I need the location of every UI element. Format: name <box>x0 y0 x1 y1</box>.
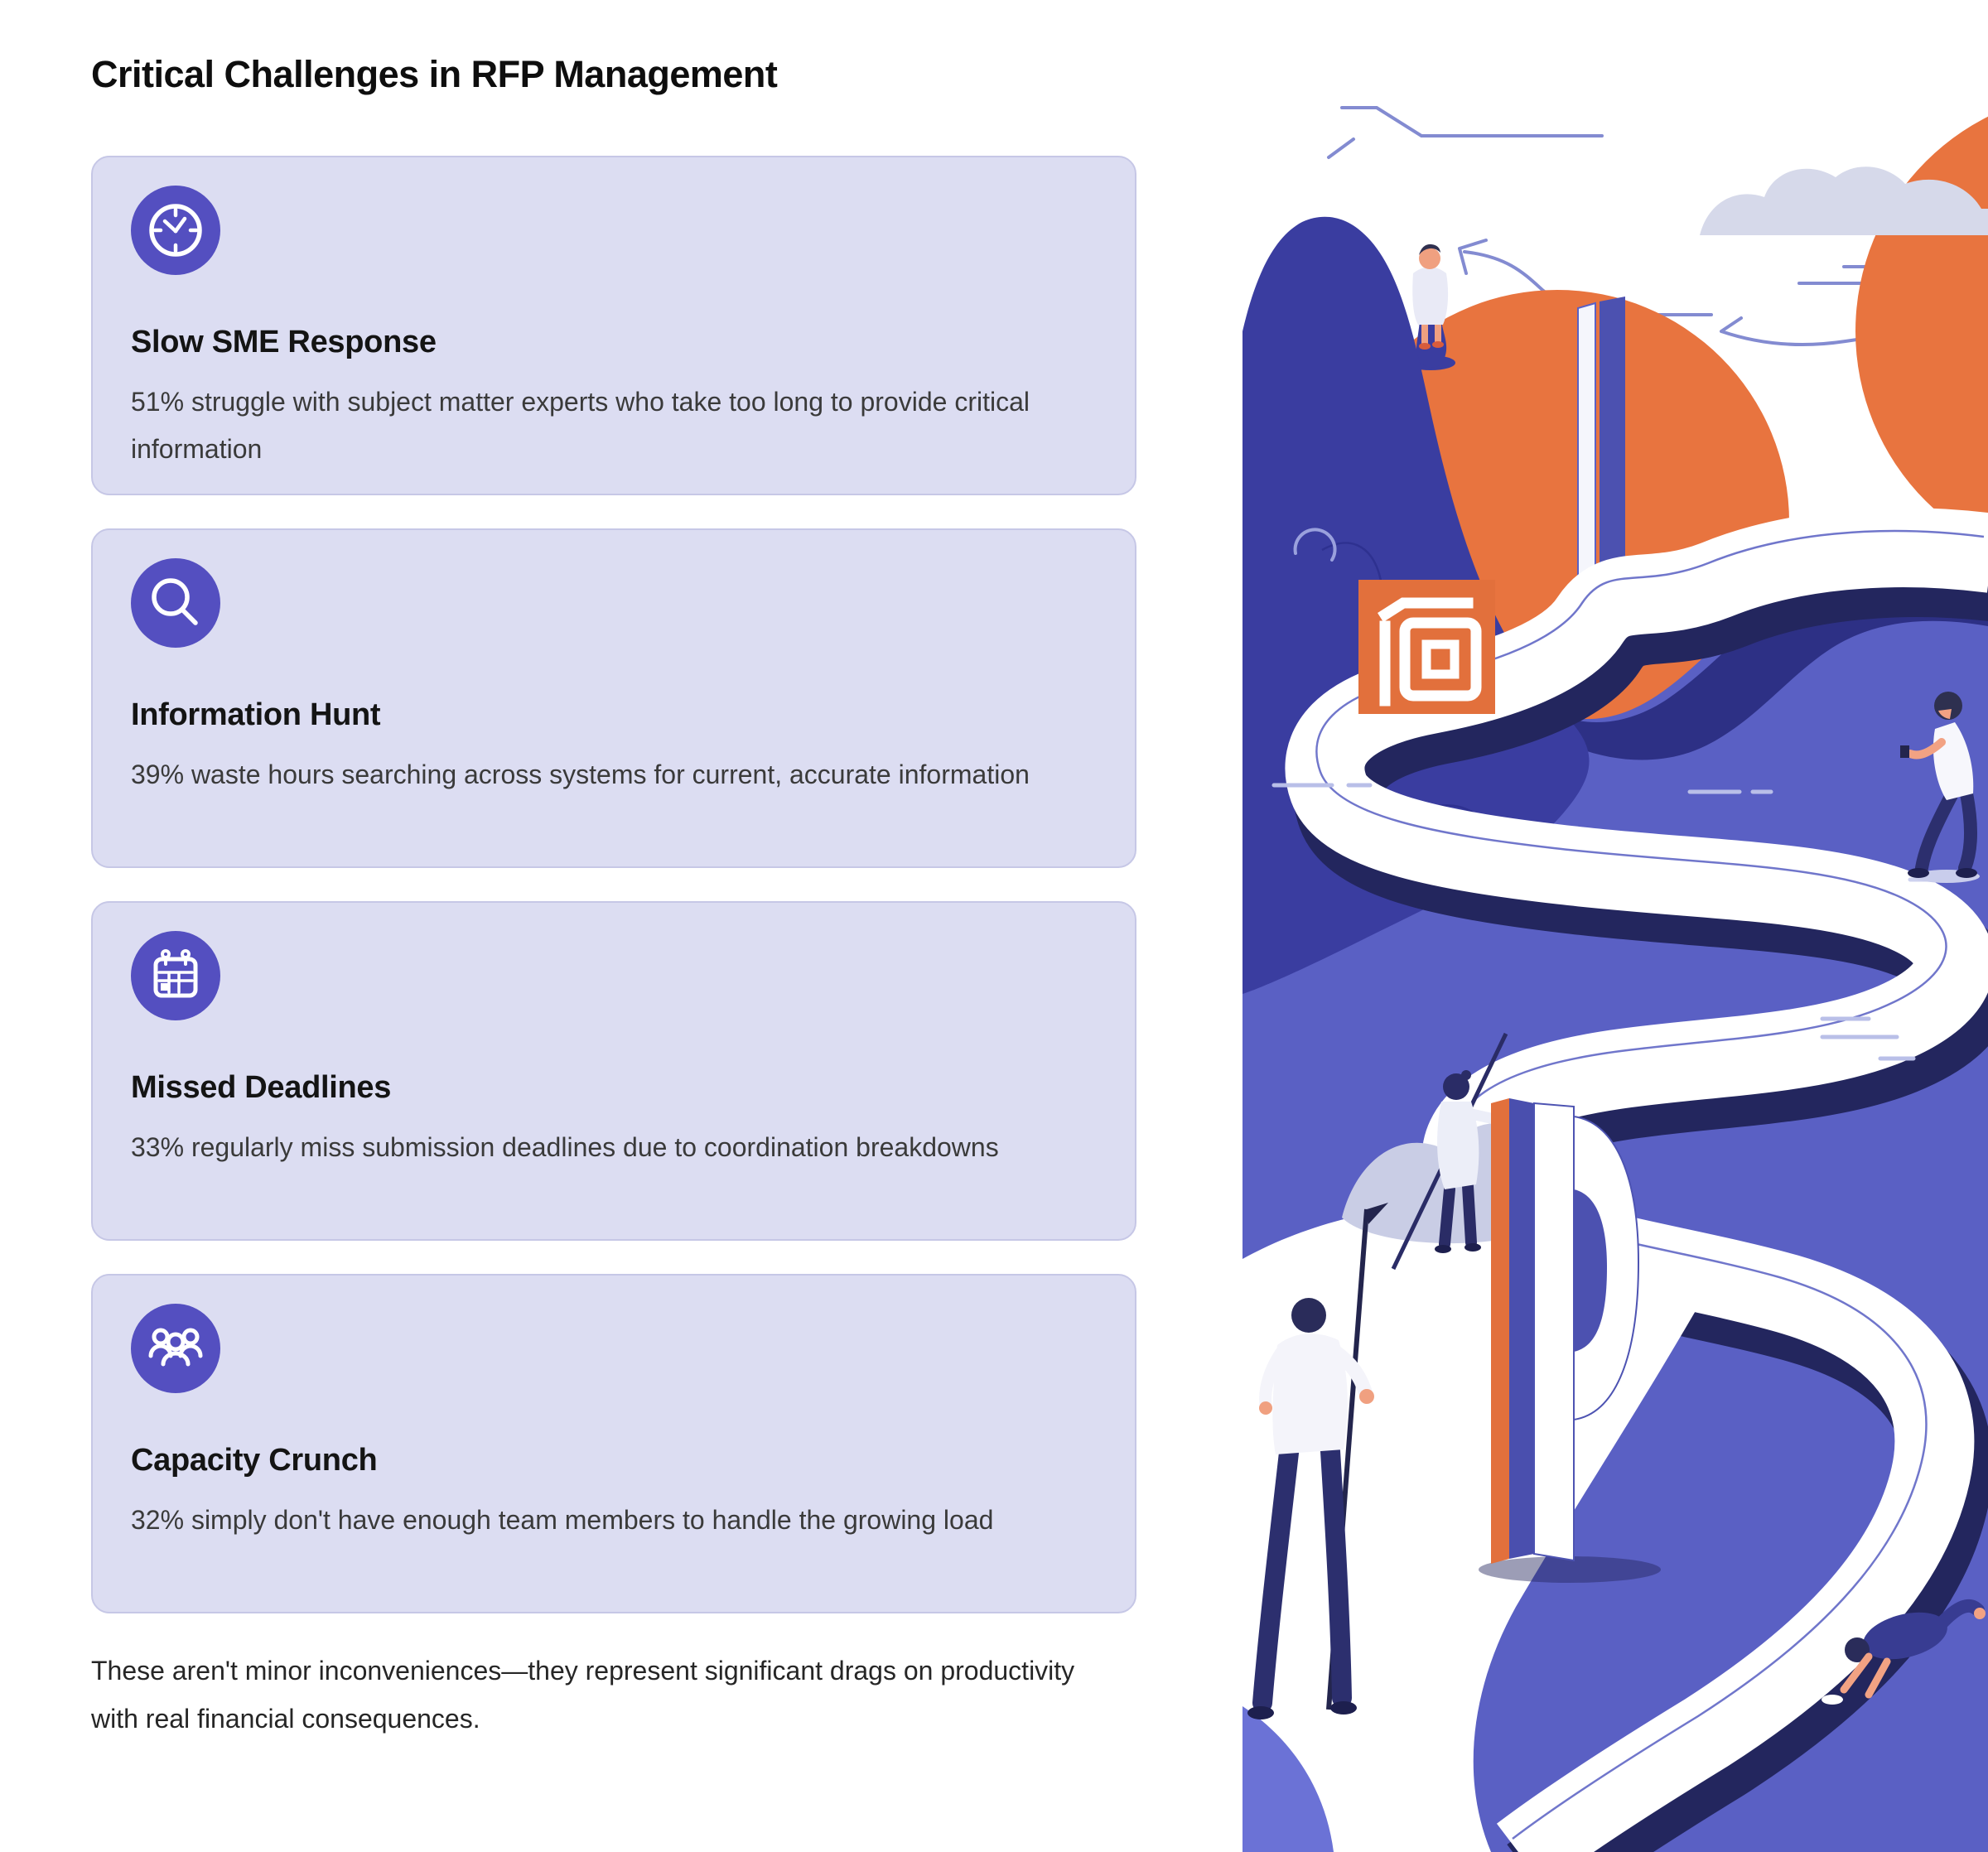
person-on-sun <box>1406 244 1455 370</box>
card-description: 32% simply don't have enough team member… <box>131 1505 994 1535</box>
challenges-section: Critical Challenges in RFP Management Sl… <box>91 53 1136 1743</box>
search-icon <box>131 558 220 648</box>
people-icon <box>131 1304 220 1393</box>
challenge-card-capacity-crunch: Capacity Crunch 32% simply don't have en… <box>91 1274 1136 1613</box>
walking-person <box>1900 692 1980 883</box>
card-title: Slow SME Response <box>131 325 437 359</box>
closing-note: These aren't minor inconveniences—they r… <box>91 1656 1075 1734</box>
challenge-card-slow-sme-response: Slow SME Response 51% struggle with subj… <box>91 156 1136 495</box>
winding-path <box>1285 508 1988 1852</box>
pillars <box>1577 297 1625 621</box>
rfp-journey-illustration <box>1242 0 1988 1852</box>
challenge-card-missed-deadlines: Missed Deadlines 33% regularly miss subm… <box>91 901 1136 1241</box>
page-title: Critical Challenges in RFP Management <box>91 53 778 95</box>
card-title: Information Hunt <box>131 697 381 732</box>
clock-icon <box>131 186 220 275</box>
corner-sun <box>1855 116 1988 547</box>
corner-wedge <box>1242 1706 1334 1852</box>
signpost <box>1358 580 1495 714</box>
challenge-card-information-hunt: Information Hunt 39% waste hours searchi… <box>91 528 1136 868</box>
card-description: 39% waste hours searching across systems… <box>131 760 1030 789</box>
crawling-person <box>1822 1599 1986 1705</box>
calendar-icon <box>131 931 220 1020</box>
corner-cloud <box>1700 166 1988 235</box>
flag-bearer <box>1247 1203 1388 1719</box>
card-title: Missed Deadlines <box>131 1070 392 1105</box>
p-monument <box>1479 1098 1661 1583</box>
card-description: 33% regularly miss submission deadlines … <box>131 1132 999 1162</box>
card-description: 51% struggle with subject matter experts… <box>131 387 1030 464</box>
card-title: Capacity Crunch <box>131 1443 378 1478</box>
